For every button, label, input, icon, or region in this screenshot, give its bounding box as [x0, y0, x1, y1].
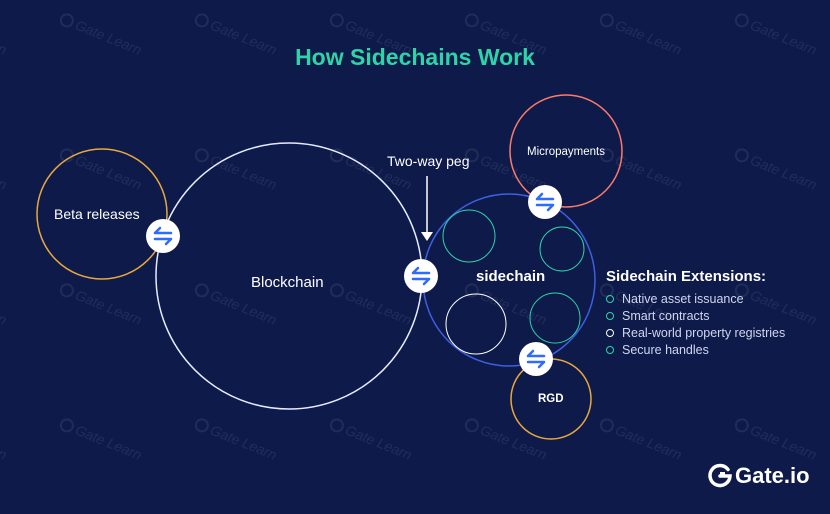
page-title: How Sidechains Work [295, 44, 535, 70]
svg-text:Gate Learn: Gate Learn [613, 152, 684, 193]
exchange-arrows-icon [404, 259, 438, 293]
sidechain-inner-circle [539, 226, 585, 272]
sidechain-inner-circle [529, 292, 581, 344]
bullet-dot [606, 345, 614, 354]
micropayments-circle [509, 94, 623, 208]
svg-text:Gate Learn: Gate Learn [748, 152, 819, 193]
beta-releases-label: Beta releases [54, 206, 140, 222]
rgd-label: RGD [538, 393, 564, 405]
brand-logo: Gate.io [707, 463, 810, 489]
svg-text:Gate Learn: Gate Learn [748, 422, 819, 463]
watermark: Gate Learn [599, 418, 684, 463]
exchange-arrows-icon [519, 342, 553, 376]
sidechain-inner-circle [442, 209, 496, 263]
watermark: Gate Learn [734, 148, 819, 193]
watermark: Gate Learn [194, 418, 279, 463]
watermark: Gate Learn [599, 148, 684, 193]
sidechain-inner-circle [445, 293, 507, 355]
svg-text:Gate Learn: Gate Learn [208, 152, 279, 193]
watermark: Gate Learn [0, 287, 9, 328]
watermark: Gate Learn [0, 422, 9, 463]
exchange-arrows-icon [146, 219, 180, 253]
extension-item: Smart contracts [606, 307, 785, 324]
watermark: Gate Learn [59, 418, 144, 463]
extension-label: Native asset issuance [622, 291, 744, 306]
svg-text:Gate Learn: Gate Learn [343, 422, 414, 463]
watermark: Gate Learn [329, 418, 414, 463]
watermark: Gate Learn [194, 148, 279, 193]
extension-label: Real-world property registries [622, 325, 786, 340]
svg-text:Gate Learn: Gate Learn [0, 152, 9, 193]
watermark: Gate Learn [59, 148, 144, 193]
svg-text:Gate Learn: Gate Learn [343, 287, 414, 328]
extension-label: Secure handles [622, 342, 709, 357]
extension-item: Native asset issuance [606, 290, 785, 307]
bullet-dot [606, 311, 614, 320]
extension-label: Smart contracts [622, 308, 710, 323]
watermark: Gate Learn [464, 418, 549, 463]
svg-text:Gate Learn: Gate Learn [478, 287, 549, 328]
svg-text:Gate Learn: Gate Learn [613, 422, 684, 463]
blockchain-label: Blockchain [251, 274, 324, 291]
svg-text:Gate Learn: Gate Learn [73, 287, 144, 328]
svg-text:Gate Learn: Gate Learn [73, 422, 144, 463]
beta-releases-circle [36, 148, 168, 280]
svg-text:Gate Learn: Gate Learn [208, 287, 279, 328]
sidechain-label: sidechain [476, 268, 546, 285]
brand-name: Gate.io [735, 463, 810, 488]
bullet-dot [606, 294, 614, 303]
extensions-title: Sidechain Extensions: [606, 268, 767, 285]
extension-item: Real-world property registries [606, 324, 785, 341]
gate-logo-icon [708, 463, 732, 488]
svg-text:Gate Learn: Gate Learn [208, 422, 279, 463]
down-arrow-icon [421, 232, 433, 241]
two-way-peg-label: Two-way peg [387, 153, 470, 169]
watermark: Gate Learn [734, 418, 819, 463]
extensions-list: Native asset issuance Smart contracts Re… [606, 290, 785, 358]
bullet-dot [606, 328, 614, 337]
svg-text:Gate Learn: Gate Learn [0, 287, 9, 328]
micropayments-label: Micropayments [527, 146, 605, 158]
watermark: Gate Learn [59, 283, 144, 328]
exchange-arrows-icon [528, 185, 562, 219]
svg-text:Gate Learn: Gate Learn [478, 422, 549, 463]
watermark: Gate Learn [0, 152, 9, 193]
svg-text:Gate Learn: Gate Learn [0, 422, 9, 463]
extension-item: Secure handles [606, 341, 785, 358]
watermark: Gate Learn [329, 283, 414, 328]
